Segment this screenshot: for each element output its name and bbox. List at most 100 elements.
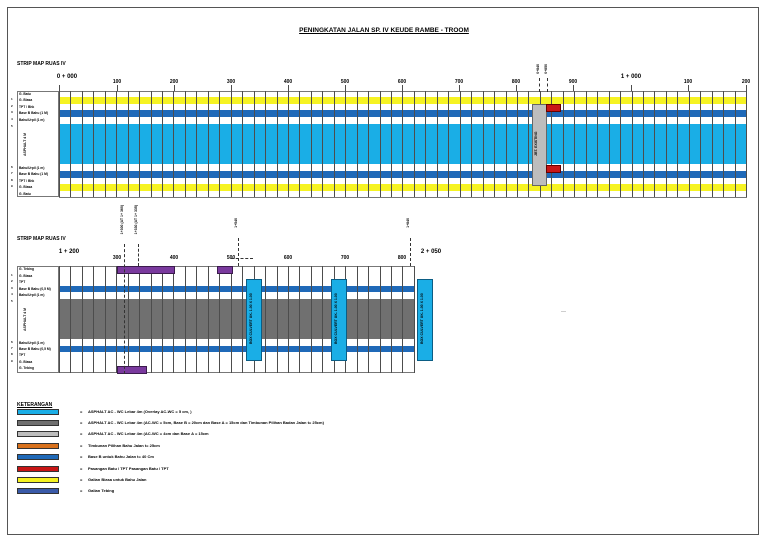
strip1-band-biasa-bottom (59, 184, 747, 191)
legend-swatch (17, 420, 59, 426)
legend-text: ASPHALT AC - WC Lebar 4m (AC-WC = 4cm da… (88, 431, 209, 436)
strip1-grid-line (322, 91, 323, 197)
row-label: TPT / Bhk (19, 179, 35, 183)
strip1-grid-line (700, 91, 701, 197)
strip2-culvert-label-3: BOX CULVERT UK. 1.00 X 1.00 (420, 293, 424, 345)
strip1-grid-line (105, 91, 106, 197)
strip2-grid-line (59, 266, 60, 373)
strip1-grid-line (448, 91, 449, 197)
strip1-grid-line (391, 91, 392, 197)
strip1-side-number: 8 (11, 178, 13, 182)
strip1-tick-mark (746, 85, 747, 91)
strip1-grid-line (128, 91, 129, 197)
strip1-grid-line (116, 91, 117, 197)
strip1-grid-line (574, 91, 575, 197)
row-label: G. Biasa (19, 360, 33, 364)
row-label: Base B Bahu (1 M) (19, 172, 48, 176)
strip2-box-culvert-1 (246, 279, 262, 361)
legend-swatch (17, 443, 59, 449)
strip1-grid-line (151, 91, 152, 197)
strip2-grid-line (380, 266, 381, 373)
strip1-grid-line (551, 91, 552, 197)
strip1-side-number: 6 (11, 165, 13, 169)
strip1-grid-line (288, 91, 289, 197)
row-label: Base B Bahu (0,5 M) (19, 347, 51, 351)
strip1-grid-line (162, 91, 163, 197)
strip2-grid-line (368, 266, 369, 373)
strip1-grid-line (277, 91, 278, 197)
legend-text: Galian Tebing (88, 488, 115, 493)
strip2-side-number: 5 (11, 299, 13, 303)
strip1-grid-line (460, 91, 461, 197)
strip1-label-box (17, 91, 59, 197)
row-label: G. Biasa (19, 185, 33, 189)
legend-text: Base B untuk Bahu Jalan t= 40 Cm (88, 454, 154, 459)
strip1-band-tpt-top (59, 104, 747, 110)
strip2-station-mark-4: 1+840 (406, 218, 410, 228)
strip2-band-tpt-top (59, 279, 415, 286)
strip1-side-number: 1 (11, 97, 13, 101)
strip2-tick-label: 300 (112, 255, 122, 261)
strip1-tick-label: 800 (511, 79, 521, 85)
legend-equals: = (80, 466, 83, 471)
row-label: G. Biasa (19, 274, 33, 278)
legend-swatch (17, 409, 59, 415)
strip1-label: STRIP MAP RUAS IV (17, 61, 66, 67)
strip1-tick-label: 400 (283, 79, 293, 85)
strip2-culvert-label-1: BOX CULVERT UK. 1.00 X 1.00 (249, 293, 253, 345)
strip1-tick-label: 900 (568, 79, 578, 85)
strip1-band-batu-bottom (59, 191, 747, 198)
strip1-grid-line (735, 91, 736, 197)
legend-equals: = (80, 477, 83, 482)
strip1-grid-line (483, 91, 484, 197)
strip1-grid-line (334, 91, 335, 197)
strip1-grid-line (196, 91, 197, 197)
strip2-grid-line (391, 266, 392, 373)
strip2-band-biasa-top (59, 273, 415, 279)
strip2-grid-line (162, 266, 163, 373)
strip1-grid-line (597, 91, 598, 197)
strip2-side-number: 4 (11, 292, 13, 296)
strip1-band-bahu-bottom (59, 165, 747, 171)
legend-swatch (17, 454, 59, 460)
strip2-band-tebing-top (59, 266, 415, 274)
strip1-tick-mark (231, 85, 232, 91)
strip2-grid-line (196, 266, 197, 373)
strip1-tick-mark (573, 85, 574, 91)
row-label: TPT / Bhk (19, 105, 35, 109)
strip2-end-station: 2 + 050 (420, 249, 442, 255)
strip2-tick-label: 600 (283, 255, 293, 261)
strip1-grid-line (643, 91, 644, 197)
strip1-grid-line (139, 91, 140, 197)
strip1-grid-line (471, 91, 472, 197)
strip1-grid-line (231, 91, 232, 197)
strip1-grid-line (59, 91, 60, 197)
strip2-band-bahu-top (59, 292, 415, 298)
strip1-start-station: 0 + 000 (56, 74, 78, 80)
strip1-tick-mark (174, 85, 175, 91)
strip1-band-batu-top (59, 91, 747, 98)
strip1-existing-structure (532, 104, 547, 186)
strip2-grid-line (93, 266, 94, 373)
strip1-grid-line (563, 91, 564, 197)
strip1-grid-line (506, 91, 507, 197)
strip1-tick-mark (516, 85, 517, 91)
legend-swatch (17, 431, 59, 437)
strip2-side-number: 2 (11, 279, 13, 283)
strip1-grid-line (254, 91, 255, 197)
strip2-label: STRIP MAP RUAS IV (17, 236, 66, 242)
strip1-band-bahu-top (59, 117, 747, 123)
drawing-title: PENINGKATAN JALAN SP. IV KEUDE RAMBE - T… (299, 27, 469, 34)
strip1-tick-label: 500 (340, 79, 350, 85)
legend-equals: = (80, 409, 83, 414)
strip1-grid-line (517, 91, 518, 197)
strip2-grid-line (151, 266, 152, 373)
strip1-grid-line (414, 91, 415, 197)
strip1-grid-line (242, 91, 243, 197)
row-label: G. Batu (19, 192, 31, 196)
strip2-side-number: 3 (11, 286, 13, 290)
row-label: G. Batu (19, 92, 31, 96)
strip1-tpt-top (546, 104, 561, 112)
strip2-side-number: 1 (11, 273, 13, 277)
row-label: Bahu/Urpil (1 m) (19, 293, 45, 297)
